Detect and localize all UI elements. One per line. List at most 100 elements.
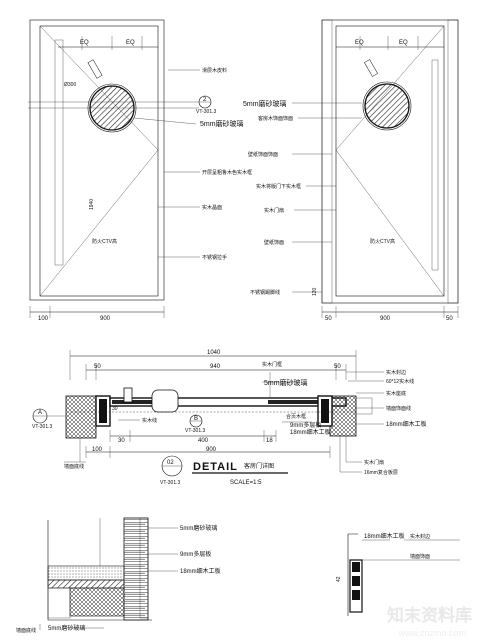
right-label-skirting: 不锈钢踢脚线	[250, 289, 280, 296]
title-main: DETAIL	[193, 461, 238, 473]
plan-label-wall: 墙面底线	[64, 463, 84, 470]
right-label-wall: 壁纸饰面饰面	[248, 151, 278, 158]
plan-dim-e: 400	[198, 438, 209, 444]
plan-bubble-b-ref: VT-301.3	[185, 428, 206, 434]
plan-label-wood: 实木封边	[386, 369, 406, 376]
left-detail-num: 2	[203, 97, 207, 103]
detail-b-dim: 42	[336, 576, 342, 582]
left-label-handle: 不锈钢拉手	[202, 254, 227, 261]
plan-leaf-core-2	[268, 400, 326, 404]
watermark-url: www.znzmo.com	[398, 628, 466, 638]
detail-a-label-mdf: 18mm细木工板	[180, 567, 221, 575]
left-dim-left: 100	[38, 316, 49, 322]
right-skirt-dim: 120	[312, 287, 318, 296]
detail-a-core	[69, 587, 125, 617]
plan-label-door-leaf: 实木门扇	[364, 459, 384, 466]
left-dim-width: 900	[100, 316, 111, 322]
left-center-text: 防火CTV高	[92, 238, 117, 245]
plan-dim-g: 30	[112, 406, 118, 412]
left-door-leaf	[39, 25, 159, 297]
detail-a-label-bottom: 5mm磨砂玻璃	[48, 624, 85, 632]
plan-label-left: 实木线	[142, 417, 157, 424]
plan-handle-left	[151, 389, 179, 413]
elevation-right: EQ EQ 5mm磨砂玻璃 客房木饰面饰面 壁纸饰面饰面 实木将版门下实木框 实…	[243, 19, 459, 322]
plan-dim-i: 100	[92, 447, 103, 453]
left-label-frame: 开层呈粗鲁木色实木框	[202, 169, 252, 176]
plan-label-9mm: 9mm多层板	[290, 421, 321, 429]
plan-detail: 1040 50 940 50 A VT-301.3	[32, 350, 427, 486]
plan-label-hinge: 合页木框	[286, 413, 306, 420]
detail-a-ply	[47, 565, 125, 581]
plan-leaf-core-1	[112, 400, 164, 404]
left-eq-2: EQ	[126, 40, 135, 46]
title-scale: SCALE=1:5	[230, 480, 262, 486]
detail-a-label-ply: 9mm多层板	[180, 550, 211, 558]
right-eq-2: EQ	[399, 40, 408, 46]
detail-b-label-top-right: 实木封边	[410, 533, 430, 540]
plan-wall-left	[65, 395, 97, 439]
plan-label-wall-finish: 墙面饰面线	[386, 405, 411, 412]
plan-label-glass: 5mm磨砂玻璃	[264, 378, 308, 387]
right-label-door-frame: 实木将版门下实木框	[256, 183, 301, 190]
right-wall-jamb-left	[321, 19, 333, 304]
plan-dim-h: 900	[206, 447, 217, 453]
plan-dim-f: 18	[266, 438, 273, 444]
detail-a-jamb	[123, 517, 149, 621]
plan-leaf-glass	[184, 400, 268, 404]
right-center-text: 防火CTV高	[370, 238, 395, 245]
left-frame-outer	[29, 19, 165, 301]
detail-a-mdf	[47, 579, 125, 589]
left-detail-ref: VT-301.3	[196, 109, 217, 115]
right-wall-jamb-right	[447, 19, 459, 304]
right-label-glass: 5mm磨砂玻璃	[243, 99, 287, 108]
left-label-panel: 滑层木皮料	[202, 67, 227, 74]
title-ref: VT-301.3	[160, 480, 181, 486]
right-handle-bar	[431, 59, 439, 271]
plan-label-mid: 实木门框	[262, 361, 282, 368]
right-eq-1: EQ	[355, 40, 364, 46]
detail-b: 18mm细木工板 实木封边 墙面饰面 42	[336, 532, 460, 616]
left-label-glass: 5mm磨砂玻璃	[200, 119, 244, 128]
detail-a-label-glass: 5mm磨砂玻璃	[180, 524, 217, 532]
plan-dim-total: 1040	[207, 350, 221, 356]
plan-pull	[123, 387, 133, 403]
right-door-leaf	[335, 25, 445, 297]
plan-bubble-a-label: A	[38, 410, 42, 416]
plan-label-16mm: 16mm复合板层	[364, 469, 398, 476]
plan-label-18mm-right: 18mm细木工板	[386, 420, 427, 428]
plan-label-18mm: 18mm细木工板	[290, 428, 331, 436]
left-glass-size: Ø300	[64, 82, 76, 88]
left-swing-line-2	[39, 149, 159, 297]
left-label-leaf: 实木晶面	[202, 204, 222, 211]
detail-b-label-mid: 墙面饰面	[410, 553, 430, 560]
left-handle-bar	[54, 39, 64, 266]
title-num: 02	[167, 460, 174, 466]
watermark-brand: 知末资料库	[387, 606, 472, 626]
right-label-wallpaper: 壁纸饰面	[264, 239, 284, 246]
plan-jamb-left-core	[99, 399, 107, 423]
title-cn: 客房门详图	[244, 462, 274, 470]
plan-dim-c: 50	[334, 364, 341, 370]
plan-bubble-a-ref: VT-301.3	[32, 424, 53, 430]
right-label-leaf: 实木门扇	[264, 207, 284, 214]
watermark: 知末资料库 www.znzmo.com	[354, 602, 480, 640]
right-dim-left: 50	[325, 316, 332, 322]
detail-a-label-bottom-left: 墙面底线	[16, 627, 36, 634]
right-dim-width: 900	[380, 316, 391, 322]
left-glass-tag	[87, 59, 103, 79]
detail-b-label-top: 18mm细木工板	[364, 532, 405, 540]
left-dim-height: 1940	[89, 199, 95, 210]
plan-dim-j: 60*12实木线	[386, 378, 414, 385]
right-wall-outline	[321, 19, 459, 304]
plan-wall-right	[329, 395, 357, 437]
right-vision-glass	[364, 83, 410, 129]
plan-label-skirting: 实木座底	[386, 390, 406, 397]
right-dim-right: 50	[446, 316, 453, 322]
plan-dim-b: 940	[210, 364, 221, 370]
left-eq-1: EQ	[80, 40, 89, 46]
detail-a: 5mm磨砂玻璃 9mm多层板 18mm细木工板 墙面底线 5mm磨砂玻璃	[16, 517, 221, 634]
plan-dim-d: 30	[118, 438, 125, 444]
plan-bubble-b-label: B	[194, 416, 198, 422]
plan-dim-a: 50	[94, 364, 101, 370]
